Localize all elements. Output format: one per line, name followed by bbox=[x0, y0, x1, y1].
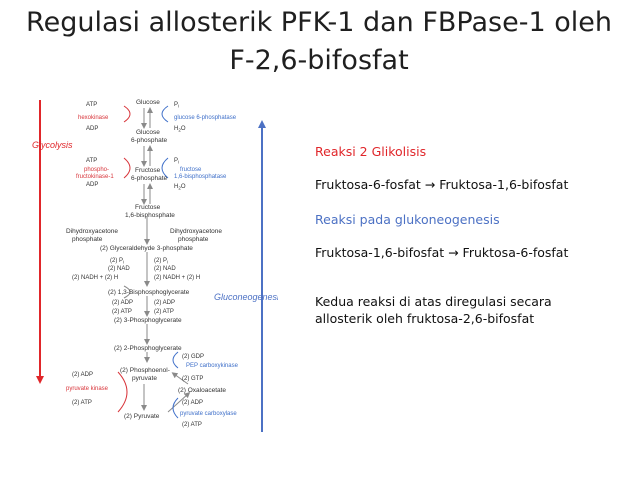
enzyme-fbpase1-2: 1,6-bisphosphatase bbox=[174, 174, 227, 180]
cofactor-2atp-pc: (2) ATP bbox=[182, 422, 202, 428]
cofactor-pi-1: Pi bbox=[174, 102, 179, 109]
cofactor-2adp-pk: (2) ADP bbox=[72, 372, 93, 378]
metabolite-f6p-1: Fructose bbox=[135, 167, 161, 174]
metabolite-glucose: Glucose bbox=[136, 99, 160, 106]
metabolite-dhap-left-2: phosphate bbox=[72, 236, 103, 243]
metabolite-f16bp-1: Fructose bbox=[135, 204, 161, 211]
metabolite-dhap-right-1: Dihydroxyacetone bbox=[170, 228, 222, 235]
enzyme-pyruvate-kinase: pyruvate kinase bbox=[66, 386, 109, 392]
gluconeogenesis-label: Gluconeogenesis bbox=[214, 292, 278, 302]
title-line-2: F-2,6-bifosfat bbox=[229, 45, 409, 76]
cofactor-2nadh-left: (2) NADH + (2) H bbox=[72, 275, 118, 281]
metabolite-pep-1: (2) Phosphoenol- bbox=[120, 367, 170, 374]
enzyme-pepck: PEP carboxykinase bbox=[186, 363, 239, 369]
metabolite-g6p-1: Glucose bbox=[136, 129, 160, 136]
cofactor-2nad-left: (2) NAD bbox=[108, 266, 130, 272]
cofactor-adp-1: ADP bbox=[86, 126, 98, 132]
enzyme-fbpase1-1: fructose bbox=[180, 167, 202, 173]
metabolite-oaa: (2) Oxaloacetate bbox=[178, 387, 226, 394]
cofactor-2pi-left: (2) Pi bbox=[110, 258, 124, 265]
cofactor-h2o-2: H2O bbox=[174, 184, 186, 191]
metabolite-pep-2: pyruvate bbox=[132, 375, 157, 382]
metabolite-f6p-2: 6-phosphate bbox=[131, 175, 168, 182]
cofactor-2adp-pc: (2) ADP bbox=[182, 400, 203, 406]
cofactor-2gdp: (2) GDP bbox=[182, 354, 204, 360]
metabolite-2pg: (2) 2-Phosphoglycerate bbox=[114, 345, 182, 352]
metabolite-f16bp-2: 1,6-bisphosphate bbox=[125, 212, 175, 219]
cofactor-2atp-pk: (2) ATP bbox=[72, 400, 92, 406]
enzyme-pfk1-2: fructokinase-1 bbox=[76, 174, 114, 180]
note-line-2: allosterik oleh fruktosa-2,6-bifosfat bbox=[315, 311, 535, 326]
metabolite-bpg: (2) 1,3-Bisphosphoglycerate bbox=[108, 289, 190, 296]
reaksi2-equation: Fruktosa-6-fosfat → Fruktosa-1,6-bifosfa… bbox=[315, 177, 569, 192]
metabolite-3pg: (2) 3-Phosphoglycerate bbox=[114, 317, 182, 324]
enzyme-g6pase: glucose 6-phosphatase bbox=[174, 115, 237, 121]
metabolite-pyruvate: (2) Pyruvate bbox=[124, 413, 160, 420]
cofactor-2adp-left: (2) ADP bbox=[112, 300, 133, 306]
title-line-1: Regulasi allosterik PFK-1 dan FBPase-1 o… bbox=[26, 7, 612, 38]
reaksi2-label: Reaksi 2 Glikolisis bbox=[315, 144, 427, 159]
enzyme-hexokinase: hexokinase bbox=[78, 115, 109, 121]
slide-title: Regulasi allosterik PFK-1 dan FBPase-1 o… bbox=[0, 4, 638, 80]
cofactor-2atp-right: (2) ATP bbox=[154, 309, 174, 315]
cofactor-2atp-left: (2) ATP bbox=[112, 309, 132, 315]
enzyme-pfk1-1: phospho- bbox=[84, 167, 109, 173]
note-line-1: Kedua reaksi di atas diregulasi secara bbox=[315, 294, 552, 309]
cofactor-pi-2: Pi bbox=[174, 158, 179, 165]
pathway-diagram: Glycolysis Gluconeogenesis Glucose Gluco… bbox=[32, 99, 278, 432]
glycolysis-label: Glycolysis bbox=[32, 140, 73, 150]
cofactor-adp-2: ADP bbox=[86, 182, 98, 188]
metabolite-dhap-left-1: Dihydroxyacetone bbox=[66, 228, 118, 235]
gluconeogenesis-label: Reaksi pada glukoneogenesis bbox=[315, 212, 500, 227]
cofactor-2pi-right: (2) Pi bbox=[154, 258, 168, 265]
cofactor-2nadh-right: (2) NADH + (2) H bbox=[154, 275, 200, 281]
cofactor-atp-2: ATP bbox=[86, 158, 97, 164]
cofactor-h2o-1: H2O bbox=[174, 126, 186, 133]
cofactor-2adp-right: (2) ADP bbox=[154, 300, 175, 306]
cofactor-2nad-right: (2) NAD bbox=[154, 266, 176, 272]
cofactor-2gtp: (2) GTP bbox=[182, 376, 203, 382]
metabolite-g3p: (2) Glyceraldehyde 3-phosphate bbox=[100, 245, 193, 252]
metabolite-g6p-2: 6-phosphate bbox=[131, 137, 168, 144]
metabolite-dhap-right-2: phosphate bbox=[178, 236, 209, 243]
cofactor-atp-1: ATP bbox=[86, 102, 97, 108]
gluconeogenesis-equation: Fruktosa-1,6-bifosfat → Fruktosa-6-fosfa… bbox=[315, 245, 569, 260]
enzyme-pyruvate-carboxylase: pyruvate carboxylase bbox=[180, 411, 237, 417]
